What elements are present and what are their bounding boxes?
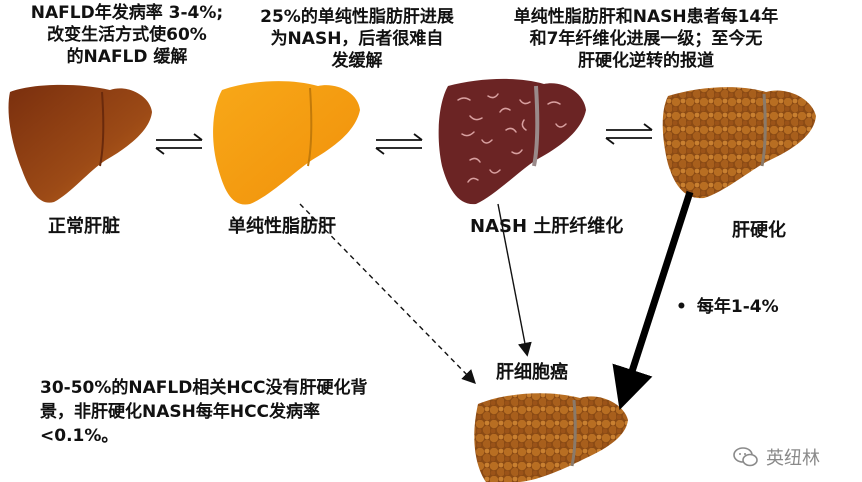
- cirrhosis-to-hcc-arrow: [612, 190, 694, 410]
- label-cirrhosis: 肝硬化: [732, 220, 786, 241]
- wechat-icon: [733, 447, 758, 467]
- reversible-arrow-icon: [375, 133, 423, 155]
- fatty-liver-image: [213, 81, 360, 205]
- rate-text: 每年1-4%: [696, 297, 779, 317]
- label-nash-fibrosis: NASH 土肝纤维化: [470, 216, 624, 237]
- reversible-arrow-icon: [605, 123, 653, 145]
- fibrosis-note: 单纯性脂肪肝和NASH患者每14年 和7年纤维化进展一级；至今无 肝硬化逆转的报…: [513, 7, 779, 71]
- normal-liver-image: [8, 84, 152, 203]
- rate-note: • 每年1-4%: [676, 292, 779, 317]
- reversible-arrow-icon: [155, 133, 203, 155]
- nash-liver-image: [438, 78, 586, 205]
- watermark: 英纽林: [732, 444, 820, 470]
- steatosis-to-hcc-arrow: [299, 203, 476, 385]
- nash-to-hcc-arrow: [497, 203, 532, 357]
- bullet: •: [676, 297, 687, 317]
- prevalence-note: NAFLD年发病率 3-4%; 改变生活方式使60% 的NAFLD 缓解: [30, 3, 224, 67]
- cirrhosis-liver-image: [662, 87, 816, 199]
- label-normal-liver: 正常肝脏: [48, 216, 120, 237]
- hcc-note: 30-50%的NAFLD相关HCC没有肝硬化背 景，非肝硬化NASH每年HCC发…: [40, 378, 368, 446]
- label-simple-steatosis: 单纯性脂肪肝: [228, 216, 336, 237]
- label-hcc: 肝细胞癌: [496, 362, 568, 383]
- watermark-text: 英纽林: [766, 448, 820, 469]
- hcc-liver-image: [474, 393, 628, 482]
- progression-note: 25%的单纯性脂肪肝进展 为NASH，后者很难自 发缓解: [260, 7, 454, 71]
